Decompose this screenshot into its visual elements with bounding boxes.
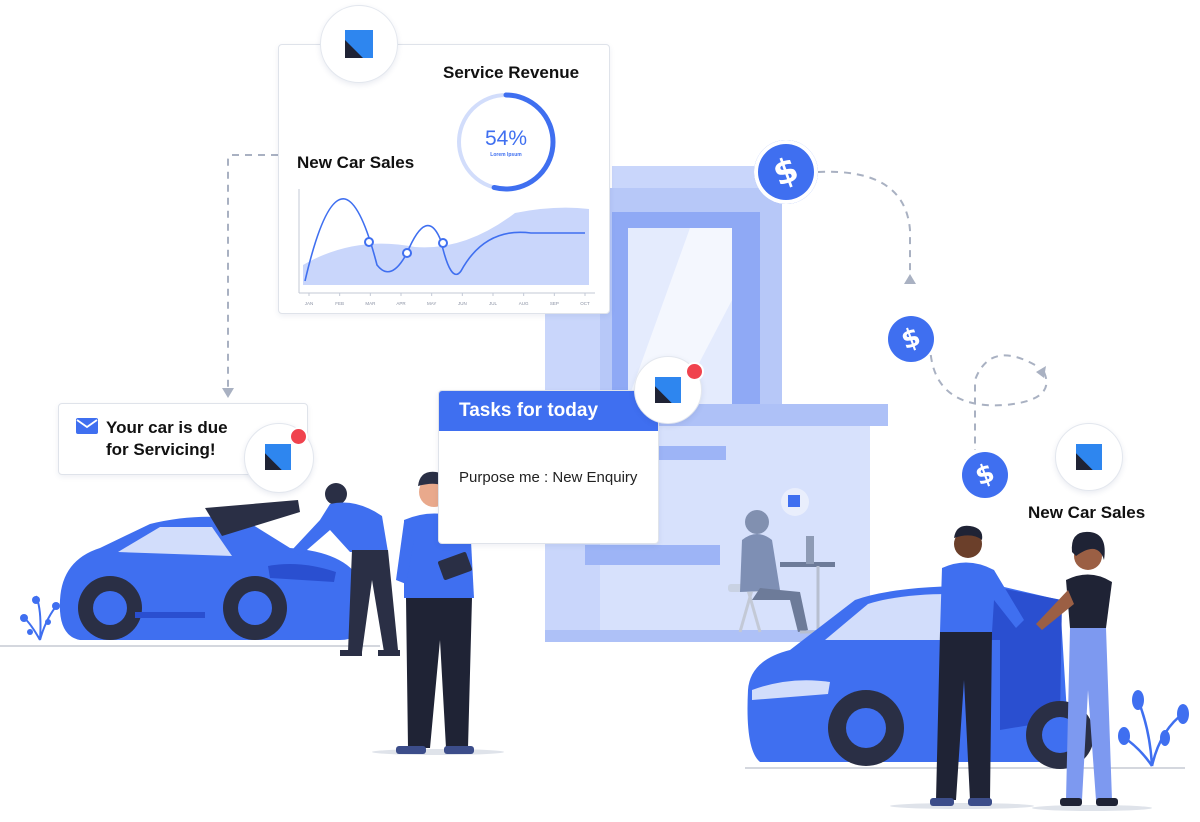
revenue-gauge bbox=[456, 92, 556, 192]
task-item: Purpose me : New Enquiry bbox=[459, 469, 638, 486]
revenue-gauge-caption: Lorem Ipsum bbox=[490, 152, 522, 158]
tasks-card: Tasks for today Purpose me : New Enquiry bbox=[438, 390, 659, 544]
service-revenue-title: Service Revenue bbox=[443, 63, 580, 82]
brand-logo-icon bbox=[655, 377, 681, 403]
reminder-line-2: for Servicing! bbox=[106, 440, 216, 459]
brand-logo-icon bbox=[345, 30, 373, 58]
notification-alert-dot bbox=[289, 427, 308, 446]
reminder-line-1: Your car is due bbox=[106, 418, 228, 437]
dollar-coin-icon: $ bbox=[962, 452, 1008, 498]
new-car-sales-chart-title: New Car Sales bbox=[297, 153, 415, 172]
month-label: AUG bbox=[519, 301, 529, 306]
new-car-sales-label: New Car Sales bbox=[1028, 503, 1146, 522]
dollar-coin-icon: $ bbox=[888, 316, 934, 362]
month-label: JUL bbox=[489, 301, 497, 306]
month-label: MAY bbox=[427, 301, 436, 306]
month-label: SEP bbox=[550, 301, 559, 306]
revenue-gauge-arc bbox=[456, 92, 556, 192]
month-label: MAR bbox=[365, 301, 376, 306]
revenue-gauge-value: 54% bbox=[484, 127, 528, 150]
service-dashboard-card: Service Revenue New Car Sales 54% Lorem … bbox=[278, 44, 610, 314]
new-car-sales-chart: JAN FEB MAR APR MAY JUN JUL AUG SEP OCT bbox=[298, 189, 595, 306]
month-label: JUN bbox=[458, 301, 467, 306]
tasks-title: Tasks for today bbox=[459, 400, 599, 421]
month-label: OCT bbox=[580, 301, 590, 306]
month-label: JAN bbox=[305, 301, 314, 306]
month-label: FEB bbox=[335, 301, 344, 306]
brand-logo-icon bbox=[265, 444, 291, 470]
tasks-alert-dot bbox=[685, 362, 704, 381]
notification-logo-badge bbox=[244, 423, 314, 493]
sales-logo-badge bbox=[1055, 423, 1123, 491]
mail-icon bbox=[76, 418, 98, 434]
dollar-coin-icon: $ bbox=[754, 140, 818, 204]
brand-logo-icon bbox=[1076, 444, 1102, 470]
tasks-header bbox=[439, 391, 658, 431]
service-card-logo-badge bbox=[320, 5, 398, 83]
month-label: APR bbox=[396, 301, 406, 306]
